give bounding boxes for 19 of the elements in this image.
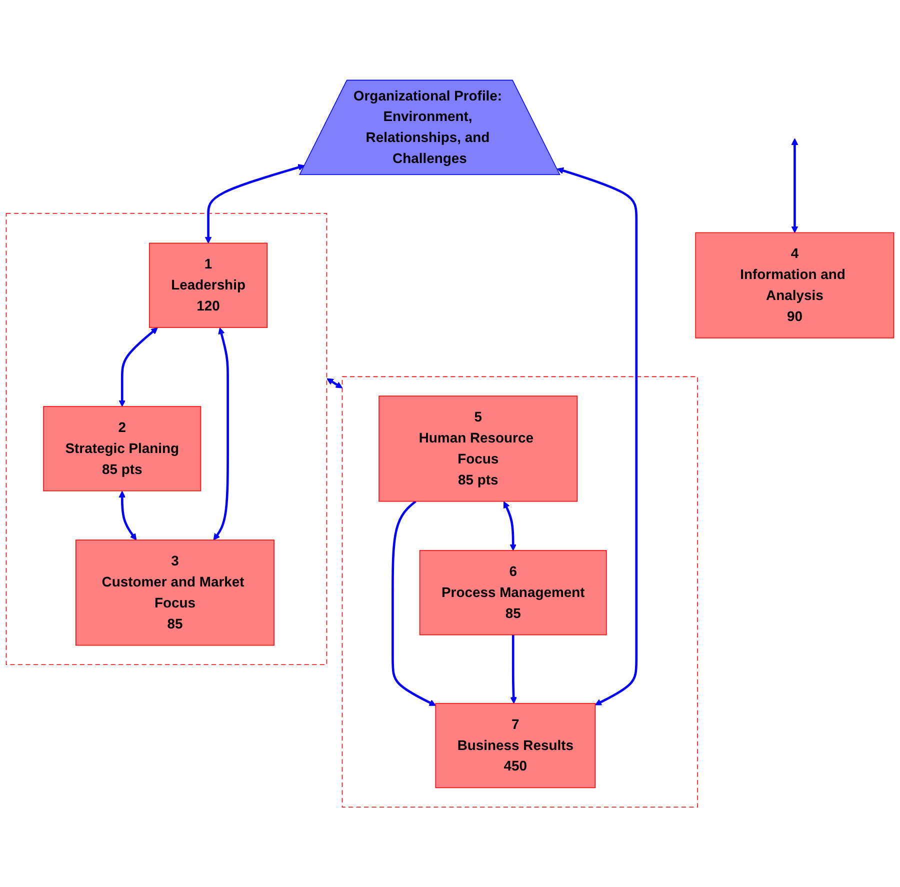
arrow: [213, 327, 229, 540]
node-box: 6 Process Management 85: [419, 550, 607, 636]
cluster: [342, 376, 698, 808]
arrow: [326, 378, 343, 388]
arrow: [503, 501, 517, 551]
arrow: [118, 327, 158, 407]
node-box: 3 Customer and Market Focus 85: [76, 540, 274, 646]
node-box: 1 Leadership 120: [149, 242, 268, 328]
arrow: [118, 490, 137, 540]
arrow: [556, 167, 638, 706]
node-box: 2 Strategic Planing 85 pts: [43, 406, 202, 492]
node-box: 5 Human Resource Focus 85 pts: [378, 396, 578, 502]
arrow: [510, 634, 517, 704]
node-box: 4 Information and Analysis 90: [695, 232, 894, 338]
arrow: [392, 500, 436, 706]
cluster: [6, 212, 328, 665]
arrow: [791, 138, 798, 233]
node-box: 7 Business Results 450: [435, 702, 596, 788]
arrow: [204, 164, 305, 244]
